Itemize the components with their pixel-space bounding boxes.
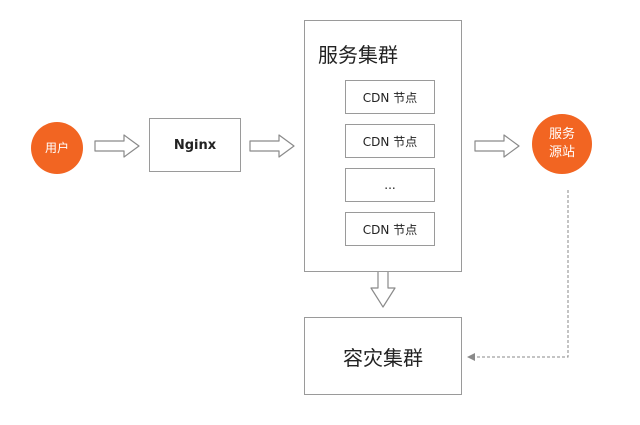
origin-node: 服务 源站	[532, 114, 592, 174]
origin-label-line1: 服务	[548, 127, 575, 143]
arrow-origin-to-dr-head	[467, 353, 475, 361]
cdn-node-label: ...	[384, 178, 396, 192]
cdn-node-ellipsis: ...	[345, 168, 435, 202]
user-node: 用户	[31, 122, 83, 174]
service-cluster-title: 服务集群	[318, 43, 398, 67]
arrow-user-to-nginx	[94, 134, 140, 158]
dr-cluster: 容灾集群	[304, 317, 462, 395]
arrow-nginx-to-cluster	[249, 134, 295, 158]
arrow-origin-to-dr-dashed	[474, 190, 569, 358]
nginx-node: Nginx	[149, 118, 241, 172]
service-cluster: 服务集群 CDN 节点 CDN 节点 ... CDN 节点	[304, 20, 462, 272]
nginx-label: Nginx	[173, 137, 217, 153]
cdn-node-label: CDN 节点	[362, 90, 418, 105]
origin-label-line2: 源站	[548, 145, 575, 160]
cdn-node: CDN 节点	[345, 124, 435, 158]
user-label: 用户	[44, 140, 69, 155]
cdn-node-label: CDN 节点	[362, 222, 418, 237]
arrow-cluster-to-origin	[474, 134, 520, 158]
dr-cluster-label: 容灾集群	[343, 345, 423, 370]
cdn-node: CDN 节点	[345, 212, 435, 246]
cdn-node: CDN 节点	[345, 80, 435, 114]
cdn-node-label: CDN 节点	[362, 134, 418, 149]
